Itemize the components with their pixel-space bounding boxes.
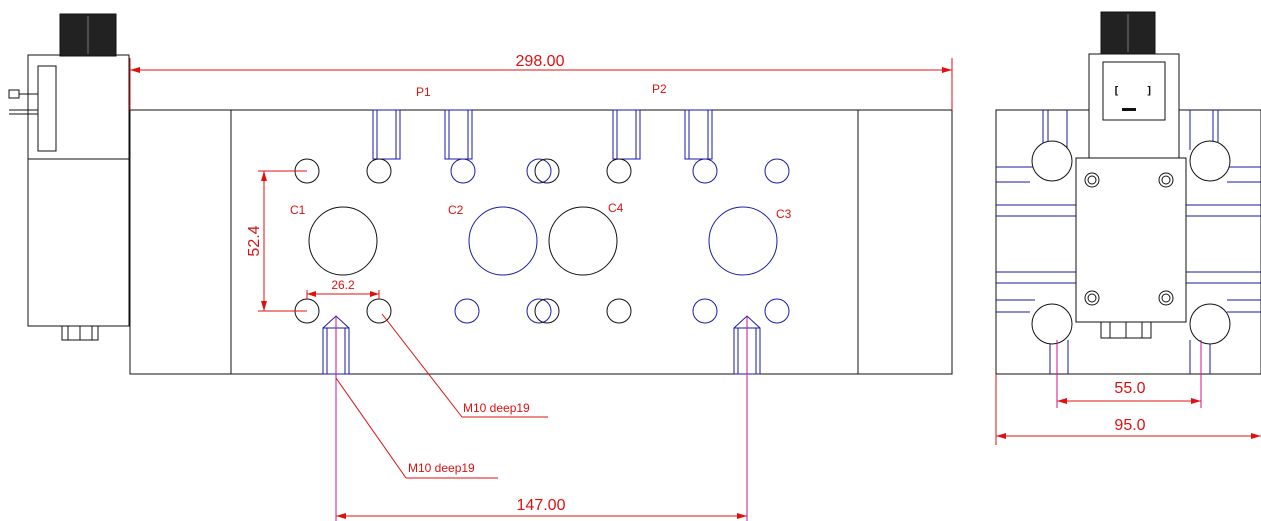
dim-overall-length: 298.00 xyxy=(516,53,565,70)
side-connector-bracket-left: [ xyxy=(1113,84,1120,97)
label-c4: C4 xyxy=(608,201,624,215)
side-bore xyxy=(1031,140,1073,182)
port-bore-c2 xyxy=(468,206,538,276)
mounting-hole xyxy=(526,158,552,184)
valve-bolt-inner xyxy=(1087,175,1097,185)
port-hole xyxy=(684,109,713,160)
side-view: [ ] 55.0 95.0 xyxy=(995,11,1261,445)
mounting-hole xyxy=(606,298,632,324)
side-connector-bracket-right: ] xyxy=(1146,84,1153,97)
dim-horizontal-pitch: 26.2 xyxy=(331,278,355,292)
mounting-hole xyxy=(454,298,480,324)
mounting-hole xyxy=(534,298,560,324)
mounting-hole xyxy=(692,158,718,184)
front-view: P1 P2 C1 C2 C4 C3 298.00 52.4 xyxy=(8,13,953,521)
valve-bolt xyxy=(1158,290,1174,306)
dim-side-overall: 95.0 xyxy=(1114,417,1145,434)
valve-bolt xyxy=(1084,290,1100,306)
dimension-side-overall: 95.0 xyxy=(995,374,1261,445)
port-bore-c4 xyxy=(548,206,618,276)
valve-bolt-inner xyxy=(1087,293,1097,303)
dimension-overall-length: 298.00 xyxy=(129,53,953,110)
dim-vertical-pitch: 52.4 xyxy=(246,225,263,256)
valve-bolt xyxy=(1158,172,1174,188)
dimension-horizontal-pitch: 26.2 xyxy=(306,278,380,299)
dimension-side-inner: 55.0 xyxy=(1056,340,1202,408)
upper-hole-row xyxy=(294,158,790,184)
connector-pin xyxy=(8,89,20,99)
dim-port-pitch: 147.00 xyxy=(517,497,566,514)
side-bore xyxy=(1031,303,1073,345)
callout-thread-upper: M10 deep19 xyxy=(381,313,548,418)
mounting-hole xyxy=(764,158,790,184)
side-bore xyxy=(1189,140,1231,182)
callout-upper-text: M10 deep19 xyxy=(463,401,530,415)
dimension-port-pitch: 147.00 xyxy=(335,316,748,521)
port-bore-c3 xyxy=(708,206,778,276)
connector-housing xyxy=(27,54,130,160)
port-hole xyxy=(372,109,401,160)
side-bore xyxy=(1189,303,1231,345)
side-connector-housing xyxy=(1088,53,1180,159)
mounting-hole xyxy=(692,298,718,324)
mounting-hole xyxy=(366,298,392,324)
connector-plate xyxy=(37,65,57,152)
dimension-vertical-pitch: 52.4 xyxy=(246,170,307,312)
label-c3: C3 xyxy=(776,207,792,221)
mounting-hole xyxy=(366,158,392,184)
coil-body xyxy=(27,158,130,327)
manifold-body xyxy=(129,109,953,375)
valve-bolt-inner xyxy=(1161,175,1171,185)
mounting-hole xyxy=(534,158,560,184)
callout-lower-text: M10 deep19 xyxy=(408,461,475,475)
label-c1: C1 xyxy=(290,203,306,217)
side-connector-face xyxy=(1102,61,1166,121)
mounting-hole xyxy=(450,158,476,184)
valve-bolt-inner xyxy=(1161,293,1171,303)
mounting-hole xyxy=(606,158,632,184)
lower-hole-row xyxy=(294,298,790,324)
mounting-hole xyxy=(526,298,552,324)
top-ports xyxy=(372,109,713,160)
solenoid-coil xyxy=(8,13,130,341)
label-c2: C2 xyxy=(448,203,464,217)
label-p2: P2 xyxy=(652,82,667,96)
side-connector-slot xyxy=(1122,108,1136,111)
port-hole xyxy=(444,109,473,160)
callout-thread-lower: M10 deep19 xyxy=(335,377,498,479)
port-hole xyxy=(612,109,641,160)
valve-bolt xyxy=(1084,172,1100,188)
label-p1: P1 xyxy=(416,85,431,99)
dim-side-inner: 55.0 xyxy=(1114,380,1145,397)
mounting-hole xyxy=(764,298,790,324)
bottom-tapped-holes xyxy=(322,315,761,375)
port-bore-c1 xyxy=(308,206,378,276)
